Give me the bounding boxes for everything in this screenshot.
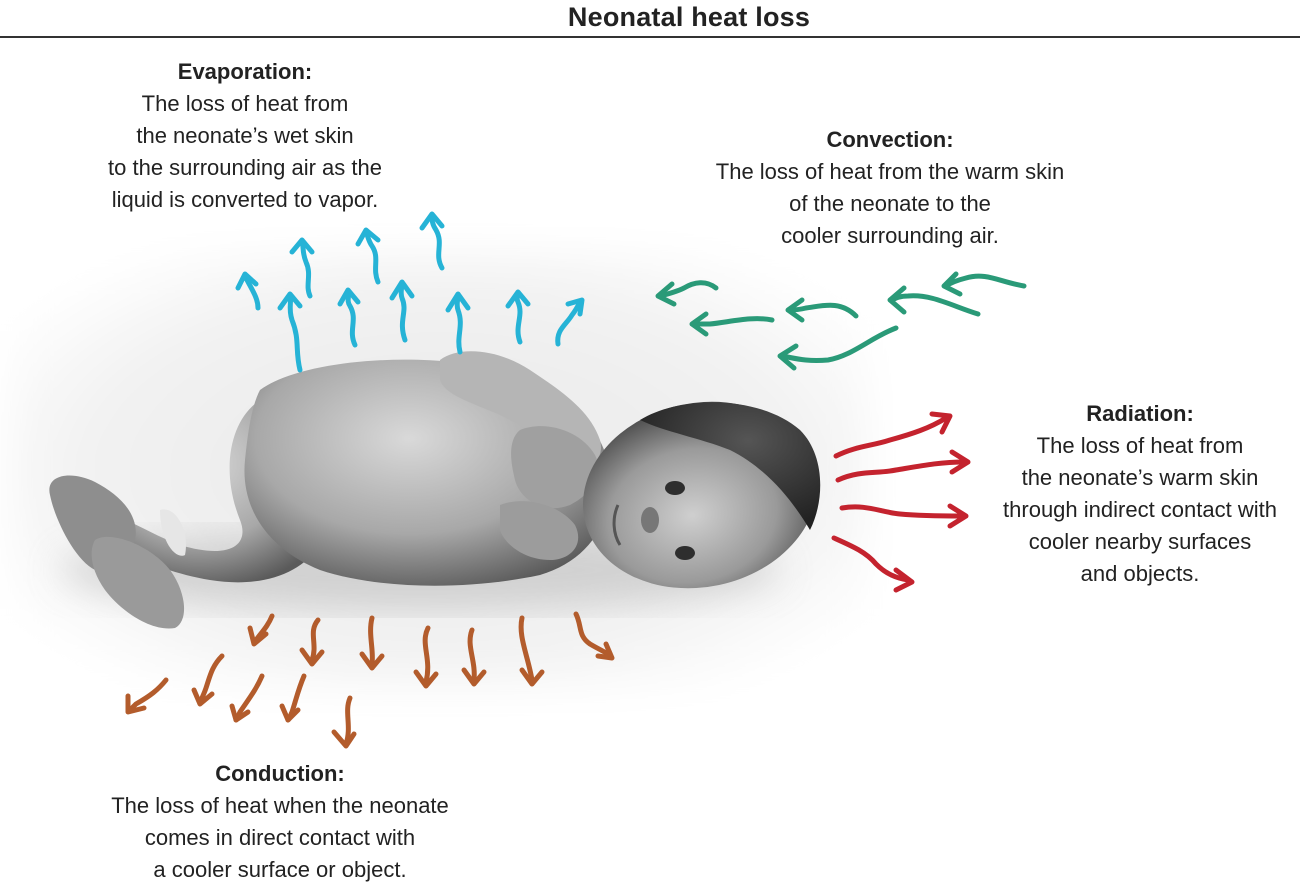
evaporation-arrow <box>445 291 471 355</box>
evaporation-arrow <box>235 271 261 311</box>
evaporation-arrow <box>289 237 315 299</box>
radiation-arrow <box>839 503 969 529</box>
convection-arrows <box>655 271 1027 371</box>
evaporation-text-line: The loss of heat from <box>141 91 349 116</box>
conduction-text-line: The loss of heat when the neonate <box>111 793 449 818</box>
evaporation-text-line: to the surrounding air as the <box>108 155 382 180</box>
radiation-text-line: The loss of heat from <box>1036 433 1244 458</box>
conduction-arrow <box>247 613 275 647</box>
convection-arrow <box>887 285 981 317</box>
conduction-arrow <box>191 653 225 707</box>
evaporation-arrow <box>355 227 381 285</box>
conduction-arrow <box>413 625 439 689</box>
conduction-label: Conduction: The loss of heat when the ne… <box>70 758 490 886</box>
diagram-title: Neonatal heat loss <box>567 2 811 32</box>
convection-heading: Convection: <box>826 127 954 152</box>
radiation-text-line: and objects. <box>1080 561 1200 586</box>
conduction-arrow <box>461 627 487 687</box>
radiation-heading: Radiation: <box>1086 401 1194 426</box>
evaporation-text-line: the neonate’s wet skin <box>136 123 354 148</box>
evaporation-arrow <box>419 211 445 271</box>
conduction-arrow <box>299 617 325 667</box>
conduction-text-line: a cooler surface or object. <box>153 857 407 882</box>
evaporation-label: Evaporation: The loss of heat from the n… <box>60 56 430 216</box>
conduction-text-line: comes in direct contact with <box>144 825 416 850</box>
evaporation-text-line: liquid is converted to vapor. <box>111 187 379 212</box>
conduction-arrow <box>331 695 357 749</box>
conduction-arrow <box>279 673 307 723</box>
conduction-arrow <box>229 673 265 723</box>
evaporation-arrow <box>389 279 415 343</box>
convection-arrow <box>689 311 775 337</box>
convection-arrow <box>655 280 719 307</box>
radiation-arrows <box>831 411 971 593</box>
evaporation-arrow <box>337 287 361 348</box>
radiation-text-line: cooler nearby surfaces <box>1028 529 1252 554</box>
radiation-text-line: the neonate’s warm skin <box>1021 465 1259 490</box>
conduction-arrows <box>125 611 615 749</box>
radiation-arrow <box>833 411 953 459</box>
convection-arrow <box>777 325 899 371</box>
evaporation-arrows <box>235 211 585 373</box>
conduction-arrow <box>573 611 615 661</box>
evaporation-arrow <box>277 291 303 373</box>
convection-text-line: The loss of heat from the warm skin <box>715 159 1065 184</box>
evaporation-arrow <box>555 297 585 347</box>
convection-text-line: cooler surrounding air. <box>781 223 999 248</box>
evaporation-arrow <box>505 289 531 345</box>
radiation-text-line: through indirect contact with <box>1003 497 1277 522</box>
neonate-figure <box>49 351 821 629</box>
convection-arrow <box>941 271 1027 297</box>
convection-label: Convection: The loss of heat from the wa… <box>680 124 1100 252</box>
conduction-arrow <box>518 615 545 687</box>
conduction-arrow <box>359 615 385 671</box>
convection-arrow <box>785 297 859 323</box>
radiation-label: Radiation: The loss of heat from the neo… <box>970 398 1300 590</box>
title-rule <box>0 36 1300 38</box>
radiation-arrow <box>831 535 915 593</box>
radiation-arrow <box>835 449 971 483</box>
convection-text-line: of the neonate to the <box>789 191 991 216</box>
conduction-heading: Conduction: <box>215 761 345 786</box>
evaporation-heading: Evaporation: <box>177 59 313 84</box>
conduction-arrow <box>125 677 169 715</box>
